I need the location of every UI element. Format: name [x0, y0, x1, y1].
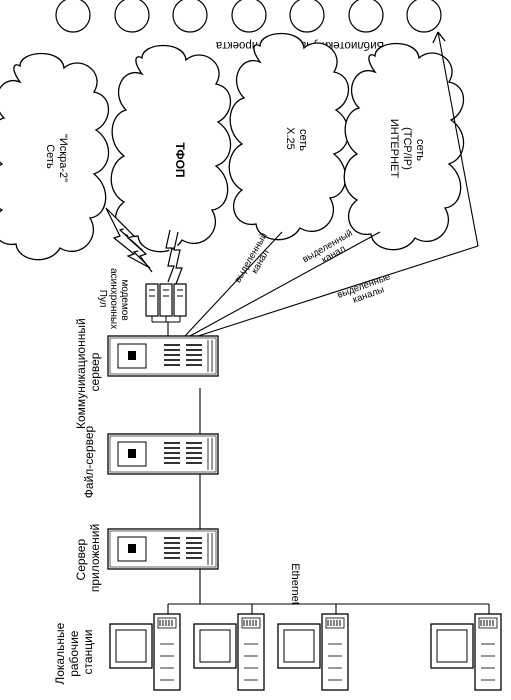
svg-text:Сеть "Искра-2": Сеть "Искра-2" — [44, 134, 69, 182]
svg-text:ИНТЕРНЕТ (TCP/IP): ИНТЕРНЕТ (TCP/IP) сеть — [388, 119, 426, 181]
channel-internet-label: выделенный канал — [301, 226, 362, 273]
lightning-icon — [173, 231, 183, 285]
cloud-iskra-line2: "Искра-2" — [57, 134, 69, 182]
cloud-x25-line1: Х.25 — [284, 127, 296, 150]
cloud-x25-line2: сеть — [297, 129, 309, 151]
library-node — [231, 0, 267, 33]
library-node — [406, 0, 442, 33]
svg-text:Пул асинхронных модемо: Пул асинхронных модемов — [97, 268, 130, 332]
app-server-label: Сервер приложений — [74, 524, 102, 592]
library-node — [114, 0, 150, 33]
ethernet-label: Ethernet — [289, 563, 301, 605]
workstation — [430, 613, 502, 691]
workstations-label: Локальные рабочие станции — [53, 619, 95, 684]
file-server-label: Файл-сервер — [82, 425, 96, 498]
workstation — [193, 613, 265, 691]
library-node — [348, 0, 384, 33]
cloud-tfop-label: ТФОП — [173, 142, 187, 177]
cloud-internet-line3: сеть — [414, 139, 426, 161]
modem-pool-line2: асинхронных — [108, 268, 119, 329]
cloud-internet-line2: (TCP/IP) — [401, 127, 413, 170]
channel-library-riser — [437, 31, 479, 247]
file-server — [107, 433, 219, 475]
cloud-tfop: ТФОП — [110, 44, 232, 253]
workstation — [277, 613, 349, 691]
cloud-internet: ИНТЕРНЕТ (TCP/IP) сеть — [343, 42, 465, 251]
workstation — [109, 613, 181, 691]
library-node — [172, 0, 208, 33]
lightning-icon — [117, 219, 153, 273]
library-node — [289, 0, 325, 33]
cloud-iskra: Сеть "Искра-2" — [0, 52, 110, 261]
channel-internet-line — [189, 231, 381, 337]
modem-pool-line3: модемов — [119, 279, 130, 320]
channel-lines — [167, 31, 479, 338]
lightning-icon — [165, 229, 175, 283]
ethernet-bus — [167, 603, 490, 614]
arrow-icon — [432, 31, 446, 44]
comm-server-label: Коммуникационный сервер — [74, 315, 102, 429]
app-server — [107, 528, 219, 570]
library-node — [55, 0, 91, 33]
comm-server — [107, 335, 219, 377]
cloud-internet-line1: ИНТЕРНЕТ — [388, 119, 400, 179]
channel-x25-line — [184, 231, 283, 337]
library-nodes — [55, 0, 442, 33]
cloud-iskra-line1: Сеть — [44, 144, 56, 169]
svg-text:Х.25 сеть: Х.25 сеть — [284, 127, 309, 153]
wireless-links — [105, 207, 183, 285]
cloud-x25: Х.25 сеть — [228, 32, 350, 241]
modem-pool — [145, 283, 187, 323]
channel-library-line — [194, 245, 479, 338]
modem-pool-line1: Пул — [97, 290, 108, 308]
channel-library-label: выделенные каналы — [336, 270, 398, 310]
